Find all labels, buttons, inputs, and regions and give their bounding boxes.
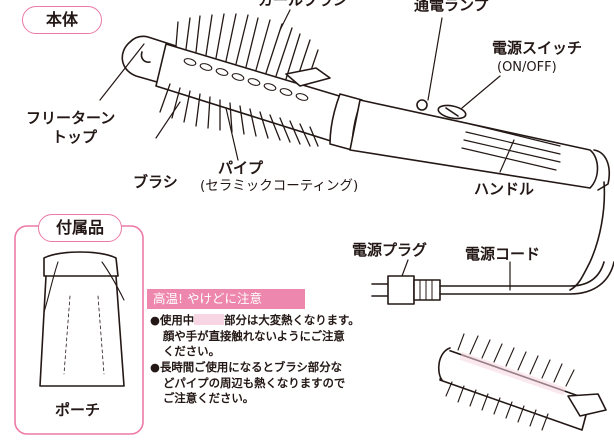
caution-note-1: ●使用中 部分は大変熱くなります。 顔や手が直接触れないようにご注意 ください。	[150, 313, 450, 360]
label-pouch: ポーチ	[55, 401, 101, 419]
label-curl-brush: カールブラシ	[258, 0, 348, 9]
section-title-main: 本体	[22, 6, 102, 34]
note-2-text: 長時間ご使用になるとブラシ部分な	[159, 360, 342, 374]
caution-title: 高温! やけどに注意	[147, 289, 305, 309]
label-pipe-sub: (セラミックコーティング)	[200, 178, 359, 194]
note-1-text-a: 使用中	[159, 313, 195, 327]
bullet: ●	[150, 360, 160, 374]
caution-note-1-line-1: ●使用中 部分は大変熱くなります。	[150, 313, 450, 329]
power-plug-illustration	[371, 261, 614, 305]
hair-iron-illustration	[121, 13, 610, 291]
caution-note-2-line-1: ●長時間ご使用になるとブラシ部分な	[150, 360, 450, 376]
caution-note-2-line-2: どパイプの周辺も熱くなりますので	[163, 375, 346, 390]
caution-note-2-line-3: ご注意ください。	[163, 391, 255, 405]
leader-lines	[99, 9, 515, 291]
bullet: ●	[150, 313, 160, 327]
caution-note-2: ●長時間ご使用になるとブラシ部分な どパイプの周辺も熱くなりますので ご注意くだ…	[150, 360, 450, 407]
label-handle: ハンドル	[474, 180, 535, 198]
label-indicator-lamp: 通電ランプ	[414, 0, 489, 14]
label-power-switch-sub: (ON/OFF)	[497, 60, 557, 75]
label-power-switch: 電源スイッチ	[492, 39, 583, 57]
pouch-illustration	[39, 251, 125, 387]
label-pipe: パイプ	[218, 159, 264, 177]
caution-note-1-line-2: 顔や手が直接触れないようにご注意	[163, 328, 345, 343]
label-power-plug: 電源プラグ	[352, 241, 428, 259]
label-brush: ブラシ	[133, 173, 178, 191]
hot-zone-swatch	[194, 314, 225, 325]
caution-note-1-line-3: ください。	[163, 344, 220, 358]
note-1-text-b: 部分は大変熱くなります。	[224, 313, 360, 327]
label-power-cord: 電源コード	[465, 245, 541, 263]
label-free-turn-top-1: フリーターン	[26, 109, 116, 127]
brush-thumbnail	[437, 333, 607, 431]
label-free-turn-top-2: トップ	[52, 128, 98, 146]
accessories-title: 付属品	[38, 214, 122, 242]
